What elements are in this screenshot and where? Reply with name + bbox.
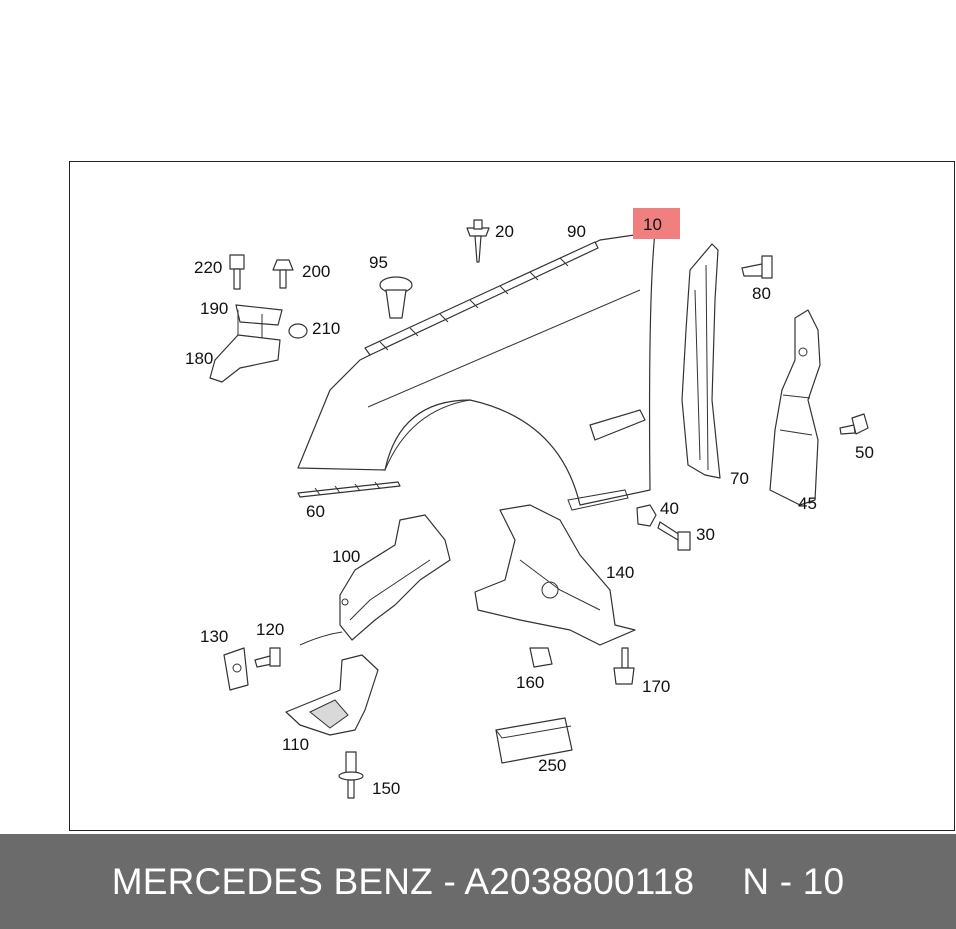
callout-150[interactable]: 150 [372,779,400,798]
callout-130[interactable]: 130 [200,627,228,646]
callout-170[interactable]: 170 [642,677,670,696]
liner-part-100 [339,514,451,641]
callout-20[interactable]: 20 [495,222,514,241]
callout-50[interactable]: 50 [855,443,874,462]
block-part-250 [495,717,573,764]
callout-190[interactable]: 190 [200,299,228,318]
callout-10[interactable]: 10 [643,215,662,234]
bolt-part-150 [338,751,364,799]
callout-220[interactable]: 220 [194,258,222,277]
bolt-part-50 [839,413,869,435]
footer-brand-part: MERCEDES BENZ - A2038800118 [111,860,695,902]
callout-30[interactable]: 30 [696,525,715,544]
callout-120[interactable]: 120 [256,620,284,639]
callout-200[interactable]: 200 [302,262,330,281]
nut-part-40 [636,504,657,527]
callout-45[interactable]: 45 [798,494,817,513]
parts-diagram: 10 20 30 40 45 50 60 70 80 90 95 100 110… [185,208,874,799]
strip-part-60 [297,481,401,498]
callout-140[interactable]: 140 [606,563,634,582]
highlight-part-10 [633,208,680,239]
callout-180[interactable]: 180 [185,349,213,368]
screw-part-80 [741,255,773,279]
bracket-part-180 [209,304,283,383]
liner-part-110 [285,654,379,736]
clip-part-200 [272,259,294,289]
callout-40[interactable]: 40 [660,499,679,518]
callout-70[interactable]: 70 [730,469,749,488]
diagram-frame [69,161,955,831]
clip-part-130 [223,647,249,691]
footer-bar: MERCEDES BENZ - A2038800118 N - 10 [0,834,956,929]
callout-100[interactable]: 100 [332,547,360,566]
callout-160[interactable]: 160 [516,673,544,692]
nut-part-210 [288,323,308,339]
callout-95[interactable]: 95 [369,253,388,272]
fender-part-10 [297,231,656,511]
callout-80[interactable]: 80 [752,284,771,303]
callout-210[interactable]: 210 [312,319,340,338]
leader-arrow [299,631,343,646]
callout-60[interactable]: 60 [306,502,325,521]
callout-250[interactable]: 250 [538,756,566,775]
clip-part-95 [379,276,413,319]
screw-part-30 [657,521,691,551]
seal-strip-part-90 [364,241,599,356]
footer-ref: N - 10 [742,860,845,902]
screw-part-120 [254,647,281,668]
callout-110[interactable]: 110 [282,735,309,754]
screw-part-160 [529,647,553,668]
screw-part-20 [466,219,490,263]
bolt-part-220 [229,254,245,290]
panel-part-45 [769,309,821,506]
liner-part-140 [474,504,636,646]
bracket-part-70 [681,243,721,479]
callout-90[interactable]: 90 [567,222,586,241]
screw-part-170 [613,647,635,685]
